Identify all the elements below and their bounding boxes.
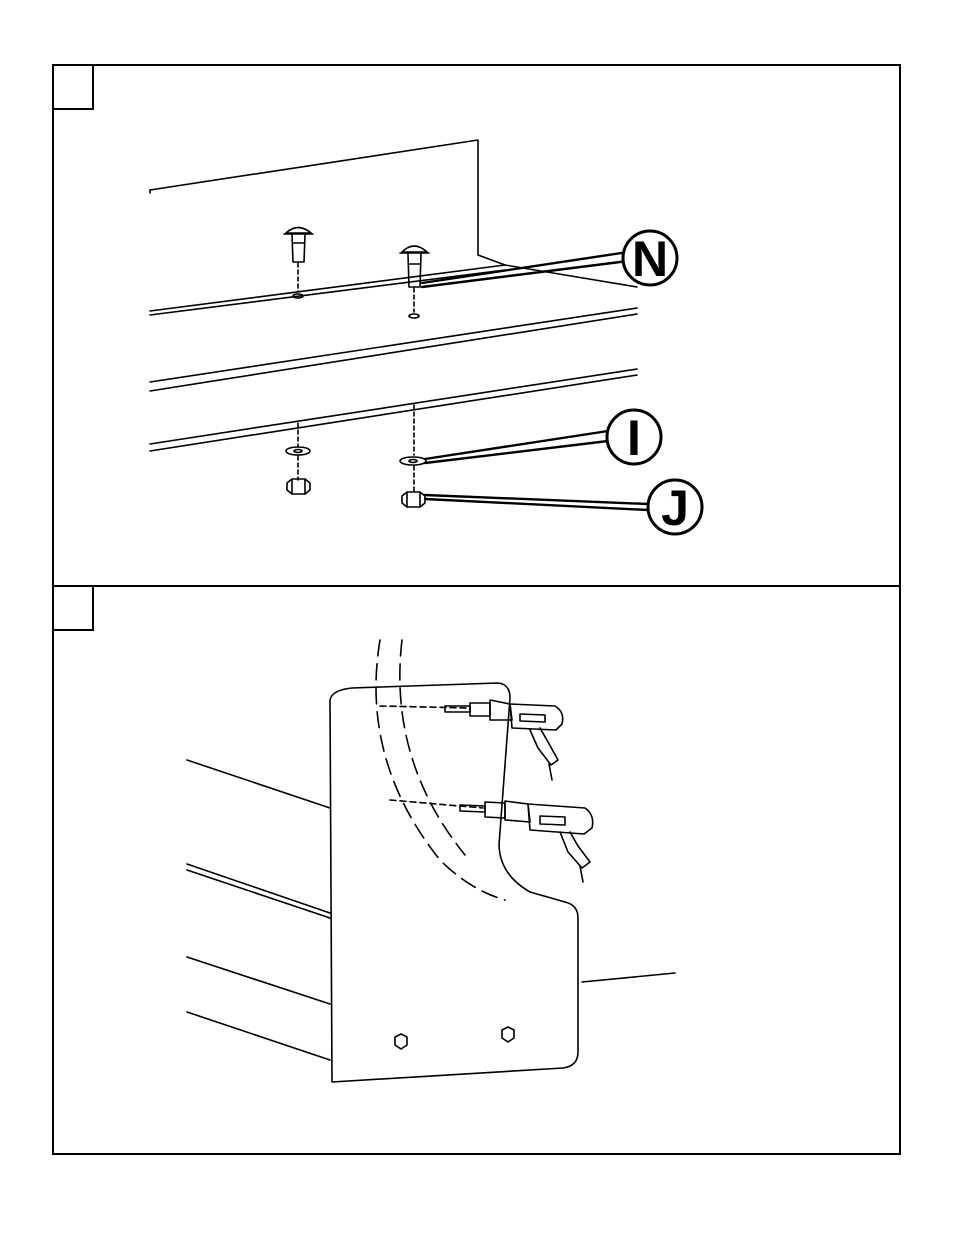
bumper-bracket-drawing bbox=[150, 140, 637, 451]
callout-label-i: I bbox=[627, 410, 641, 466]
carriage-bolt-left bbox=[284, 228, 313, 299]
wheel-arc-dashed bbox=[376, 640, 505, 900]
washer-nut-left bbox=[286, 423, 310, 494]
callout-label-n: N bbox=[632, 231, 668, 287]
washer-nut-right bbox=[400, 405, 426, 507]
drill-bottom bbox=[390, 800, 593, 882]
callout-label-j: J bbox=[661, 480, 689, 536]
mud-flap bbox=[330, 683, 578, 1082]
callout-leaders bbox=[422, 252, 648, 510]
